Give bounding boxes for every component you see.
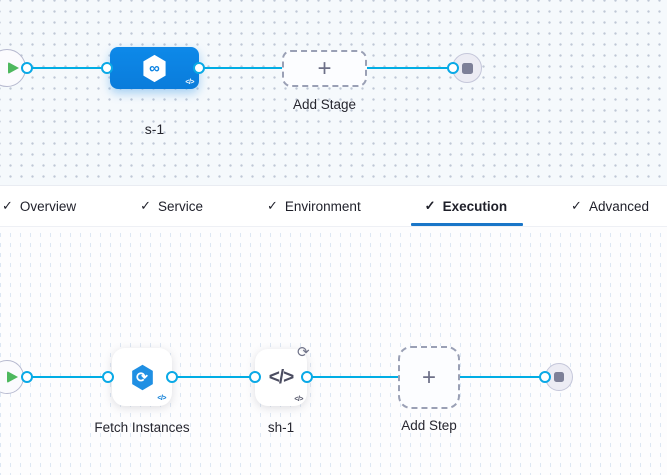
step-node-fetch-instances[interactable]: ⟳ </>: [112, 348, 172, 406]
stage-edge-line: [25, 66, 453, 69]
plus-icon: +: [421, 363, 436, 391]
tab-label: Environment: [284, 198, 361, 214]
start-port: [21, 371, 33, 383]
tab-label: Advanced: [588, 198, 649, 214]
stage-graph-canvas[interactable]: ∞ </> s-1 + Add Stage: [0, 0, 667, 186]
step-in-port: [102, 371, 114, 383]
stop-icon: [554, 372, 564, 382]
stage-node-s1[interactable]: ∞ </>: [110, 47, 199, 89]
step-label: sh-1: [267, 420, 295, 435]
tab-label: Execution: [442, 198, 508, 214]
yaml-code-badge-icon: </>: [294, 396, 303, 403]
execution-graph-canvas[interactable]: [0, 227, 667, 475]
add-step-label: Add Step: [401, 418, 457, 433]
add-stage-button[interactable]: +: [282, 50, 367, 87]
plus-icon: +: [317, 54, 332, 82]
yaml-code-badge-icon: </>: [157, 395, 166, 402]
stop-icon: [461, 62, 473, 74]
tab-environment[interactable]: ✓ Environment: [267, 186, 361, 226]
tab-overview[interactable]: ✓ Overview: [2, 186, 76, 226]
tab-service[interactable]: ✓ Service: [140, 186, 203, 226]
stage-in-port: [101, 62, 113, 74]
tab-execution[interactable]: ✓ Execution: [410, 186, 524, 226]
step-out-port: [166, 371, 178, 383]
add-stage-label: Add Stage: [292, 97, 357, 112]
stage-label: s-1: [144, 121, 165, 137]
end-port: [539, 371, 551, 383]
play-icon: [7, 370, 18, 383]
step-label: Fetch Instances: [94, 420, 190, 435]
step-in-port: [249, 371, 261, 383]
play-icon: [8, 61, 19, 74]
end-port: [447, 62, 459, 74]
yaml-code-badge-icon: </>: [185, 79, 194, 86]
add-step-button[interactable]: +: [398, 346, 460, 409]
fetch-instances-icon: ⟳: [129, 364, 156, 391]
execution-end-node: [545, 363, 573, 391]
tab-advanced[interactable]: ✓ Advanced: [571, 186, 649, 226]
shell-script-icon: </>: [268, 366, 295, 388]
check-icon: ✓: [571, 198, 582, 213]
check-icon: ✓: [267, 198, 278, 213]
looping-strategy-icon: ⟳: [297, 344, 310, 361]
check-icon: ✓: [2, 198, 13, 213]
refresh-arrow-icon: ⟳: [136, 368, 148, 385]
step-out-port: [301, 371, 313, 383]
stage-out-port: [193, 62, 205, 74]
start-port: [21, 62, 33, 74]
tab-label: Overview: [19, 198, 77, 214]
harness-stage-icon: ∞: [141, 54, 168, 83]
check-icon: ✓: [424, 198, 436, 213]
stage-config-tabbar: ✓ Overview ✓ Service ✓ Environment ✓ Exe…: [0, 185, 667, 227]
check-icon: ✓: [140, 198, 152, 213]
infinity-icon: ∞: [149, 59, 160, 77]
tab-label: Service: [158, 198, 204, 214]
step-node-sh-1[interactable]: </> </>: [255, 349, 307, 406]
